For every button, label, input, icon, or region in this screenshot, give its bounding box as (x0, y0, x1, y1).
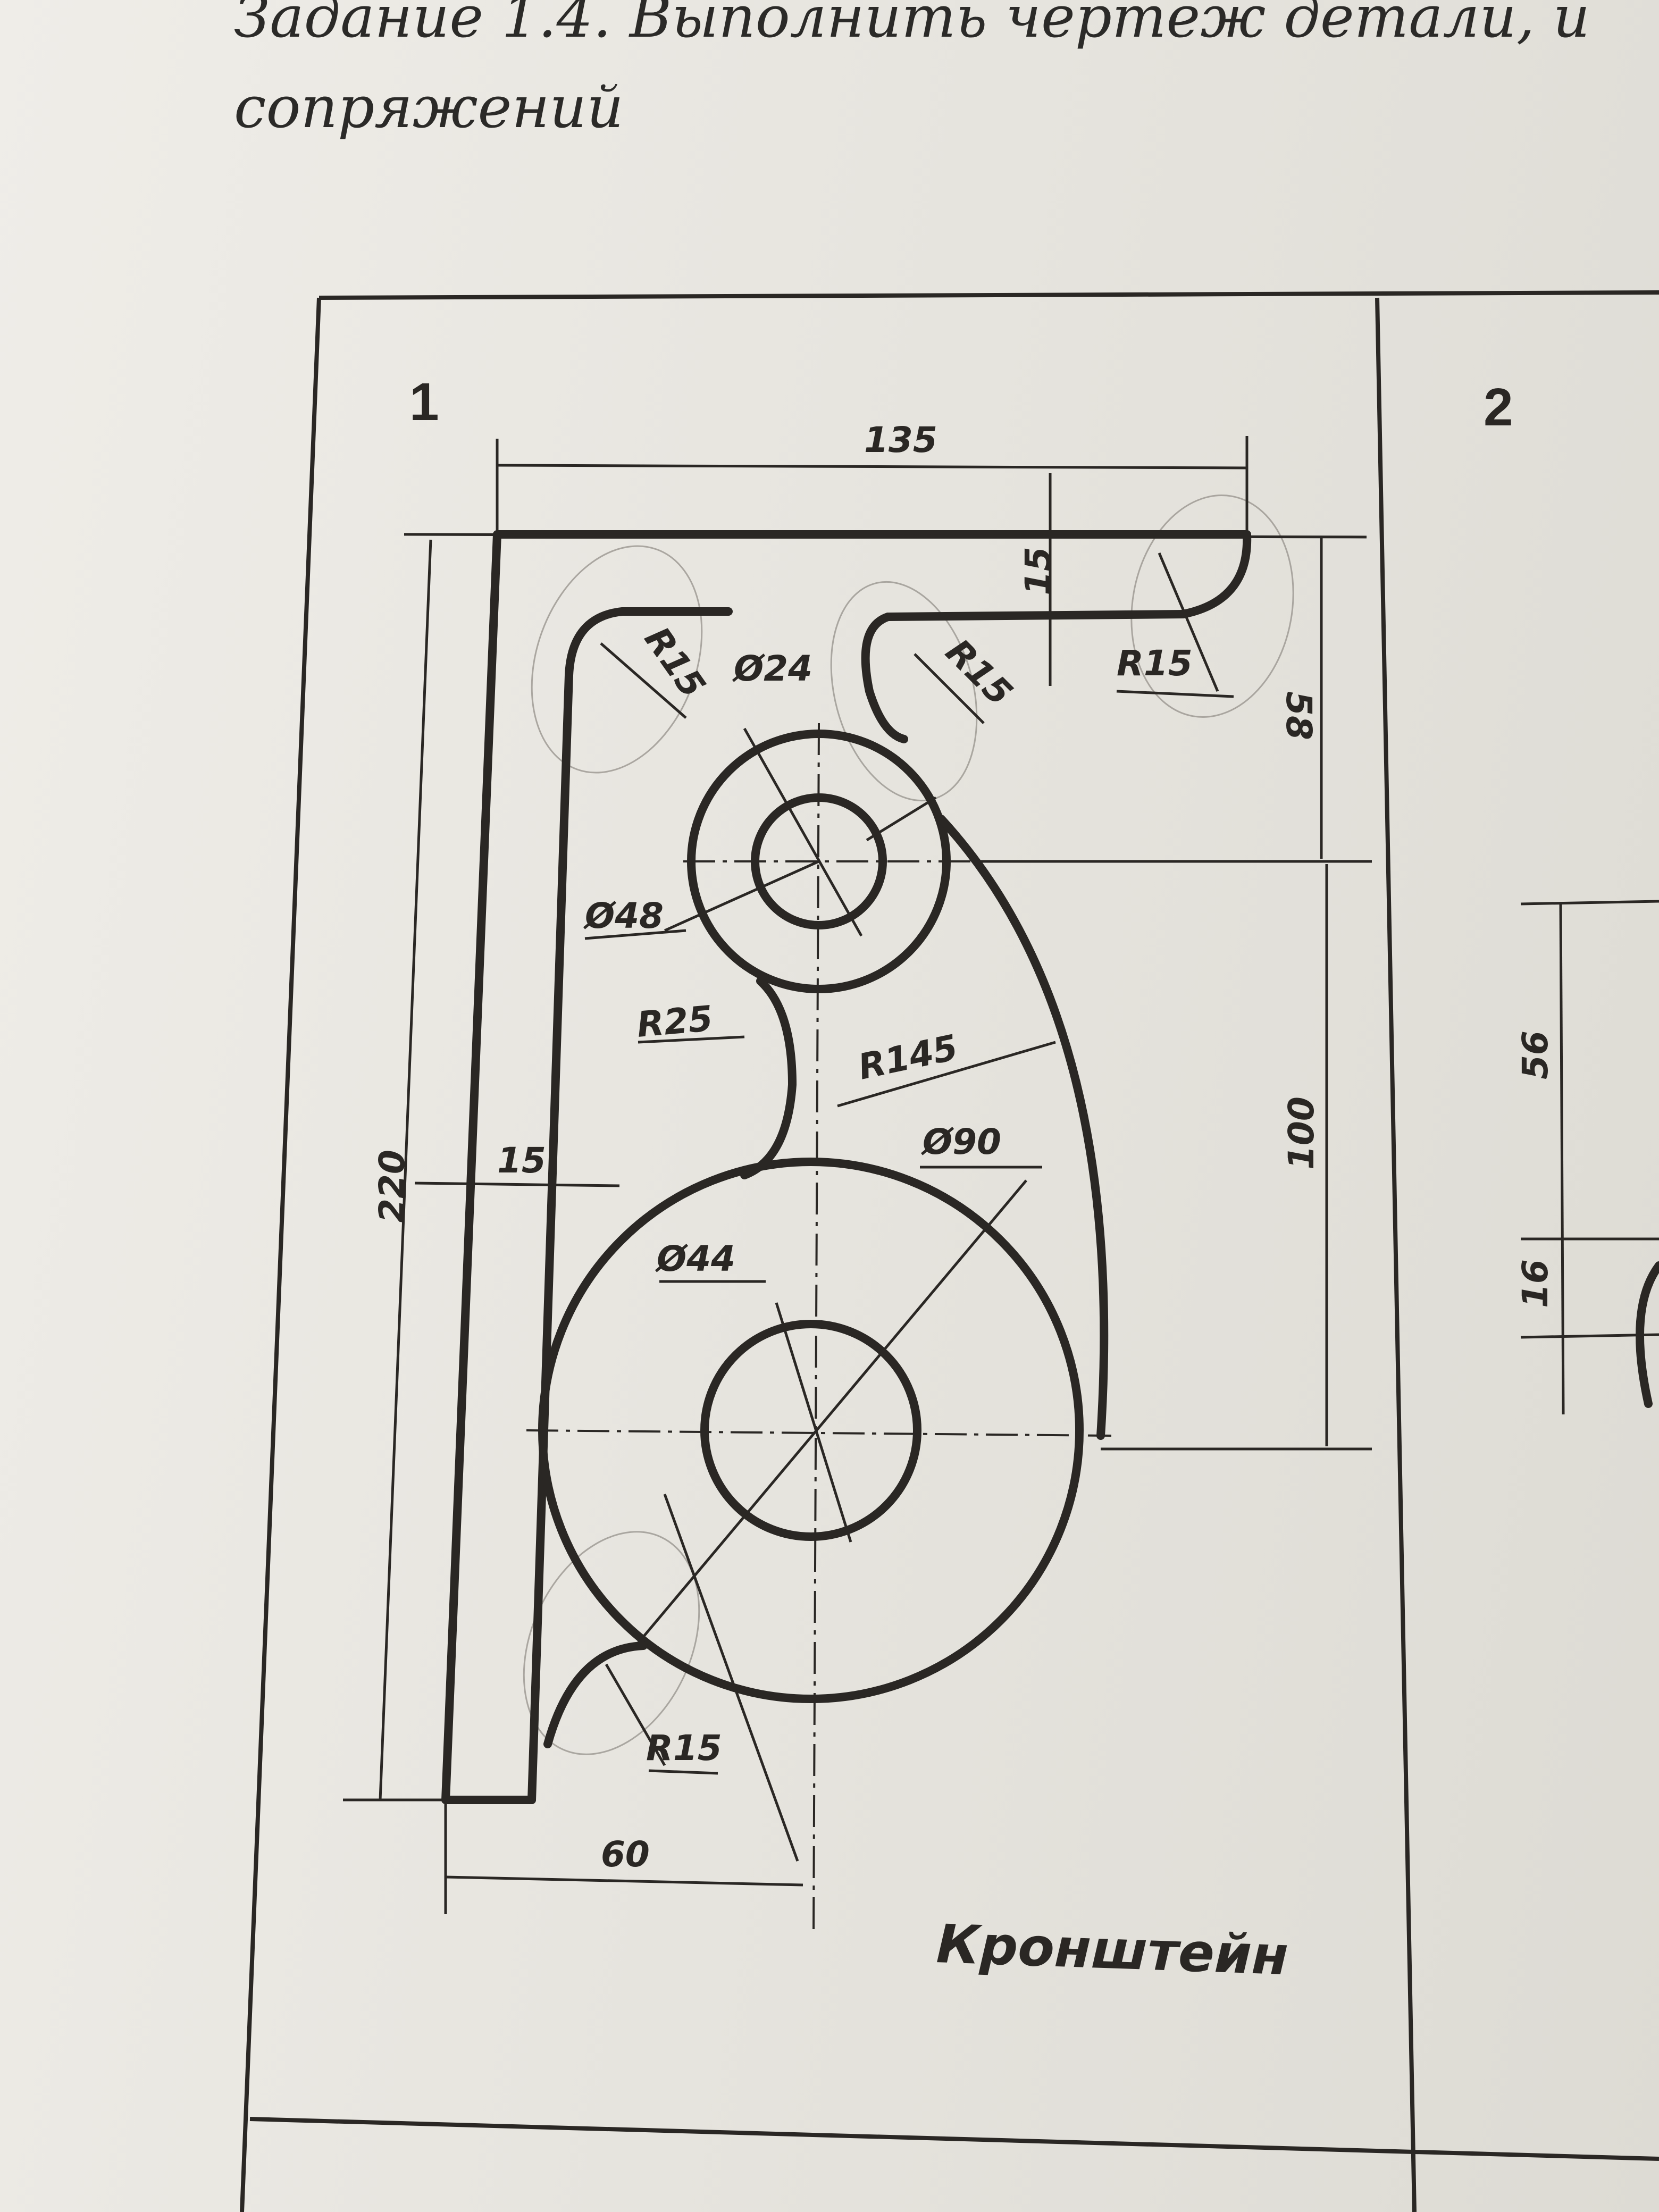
bracket-outline (441, 530, 1252, 1804)
centerlines (526, 723, 1112, 1931)
dim-fillet-bottom: R15 (646, 1728, 722, 1769)
dim-fillet-top-right: R15 (1117, 643, 1193, 684)
dim-large-hole: Ø44 (655, 1238, 735, 1279)
dim-top-offset: 58 (1278, 691, 1319, 740)
dim-overall-height: 220 (372, 1150, 413, 1223)
dim-right-a: 56 (1515, 1030, 1556, 1079)
dim-small-boss: Ø48 (583, 895, 664, 936)
panel-frame (240, 290, 1659, 2212)
dim-fillet-top-mid: R15 (938, 631, 1020, 714)
task-heading-continued: сопряжений (234, 74, 624, 141)
dim-arc-outer: R145 (854, 1027, 961, 1088)
dim-bottom-offset: 60 (601, 1834, 650, 1875)
dimension-lines (343, 436, 1372, 1914)
dim-center-distance: 100 (1281, 1096, 1322, 1170)
dim-wall-thickness: 15 (497, 1140, 546, 1181)
dim-right-b: 16 (1515, 1259, 1556, 1308)
dim-arc-concave: R25 (635, 998, 715, 1045)
panel-number-1: 1 (409, 372, 439, 432)
dim-small-hole: Ø24 (732, 648, 812, 689)
panel-number-2: 2 (1484, 378, 1513, 437)
dim-flange-thickness: 15 (1018, 547, 1059, 596)
task-heading: Задание 1.4. Выполнить чертеж детали, и (234, 0, 1590, 51)
dim-large-boss: Ø90 (920, 1121, 1001, 1162)
dim-overall-width: 135 (864, 420, 937, 460)
part-caption: Кронштейн (935, 1913, 1289, 1987)
right-panel-fragment (1520, 900, 1659, 1415)
